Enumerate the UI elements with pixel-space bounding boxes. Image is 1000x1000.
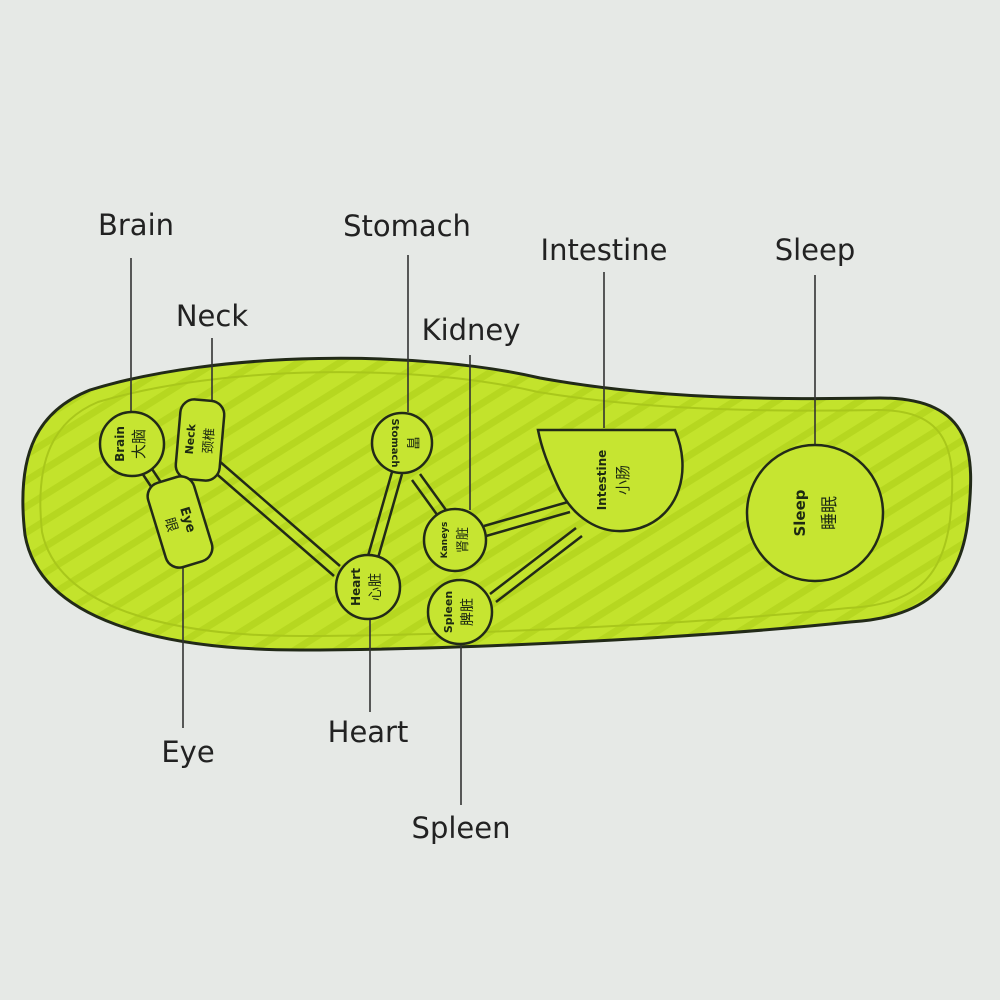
zone-brain-text: Brain 大脑 <box>113 426 148 462</box>
zone-sleep-en: Sleep <box>791 489 809 536</box>
zone-intestine-zh: 小肠 <box>614 465 632 495</box>
zone-stomach <box>370 411 434 475</box>
zone-spleen-en: Spleen <box>442 591 455 633</box>
zone-kidney-en: Kaneys <box>440 522 450 559</box>
zone-kidney-text: Kaneys 肾脏 <box>440 522 471 559</box>
callout-spleen: Spleen <box>412 811 511 845</box>
zone-intestine-en: Intestine <box>595 450 609 511</box>
zone-neck-zh: 颈椎 <box>201 427 218 454</box>
leader-lines <box>130 255 816 805</box>
insole-shape <box>21 356 973 652</box>
zone-brain <box>98 410 166 478</box>
zone-heart-text: Heart 心脏 <box>349 568 384 606</box>
callout-sleep: Sleep <box>775 233 856 267</box>
zone-spleen-zh: 脾脏 <box>460 598 476 626</box>
callout-brain: Brain <box>98 208 174 242</box>
zone-spleen-text: Spleen 脾脏 <box>442 591 476 633</box>
zone-stomach-text: Stomach 胃 <box>389 418 420 467</box>
zone-stomach-en: Stomach <box>389 418 400 467</box>
zone-spleen <box>426 578 494 646</box>
zone-eye-text: Eye 眼 <box>161 505 198 535</box>
zone-intestine <box>536 428 684 533</box>
callout-eye: Eye <box>161 735 214 769</box>
zone-stomach-zh: 胃 <box>404 436 420 450</box>
callout-heart: Heart <box>328 715 409 749</box>
zone-sleep-text: Sleep 睡眠 <box>791 489 840 536</box>
zone-neck <box>174 398 226 482</box>
zone-neck-text: Neck 颈椎 <box>183 423 218 455</box>
zone-sleep <box>745 443 885 583</box>
insole-inner-rim <box>39 371 954 638</box>
zone-sleep-zh: 睡眠 <box>820 496 840 530</box>
zone-kidney <box>422 507 488 573</box>
zone-brain-zh: 大脑 <box>130 429 148 459</box>
zone-neck-en: Neck <box>183 423 199 455</box>
zone-intestine-text: Intestine 小肠 <box>595 450 632 511</box>
zone-heart <box>334 553 402 621</box>
zone-heart-en: Heart <box>349 568 363 606</box>
zone-brain-en: Brain <box>113 426 127 462</box>
callout-neck: Neck <box>176 299 248 333</box>
callout-kidney: Kidney <box>422 313 521 347</box>
zone-eye-zh: 眼 <box>161 516 180 534</box>
zone-eye-en: Eye <box>176 505 198 535</box>
callout-intestine: Intestine <box>541 233 668 267</box>
zone-heart-zh: 心脏 <box>368 573 384 601</box>
callout-stomach: Stomach <box>343 209 471 243</box>
zone-kidney-zh: 肾脏 <box>456 527 471 553</box>
zone-eye <box>146 475 214 569</box>
zone-connectors <box>138 459 583 603</box>
